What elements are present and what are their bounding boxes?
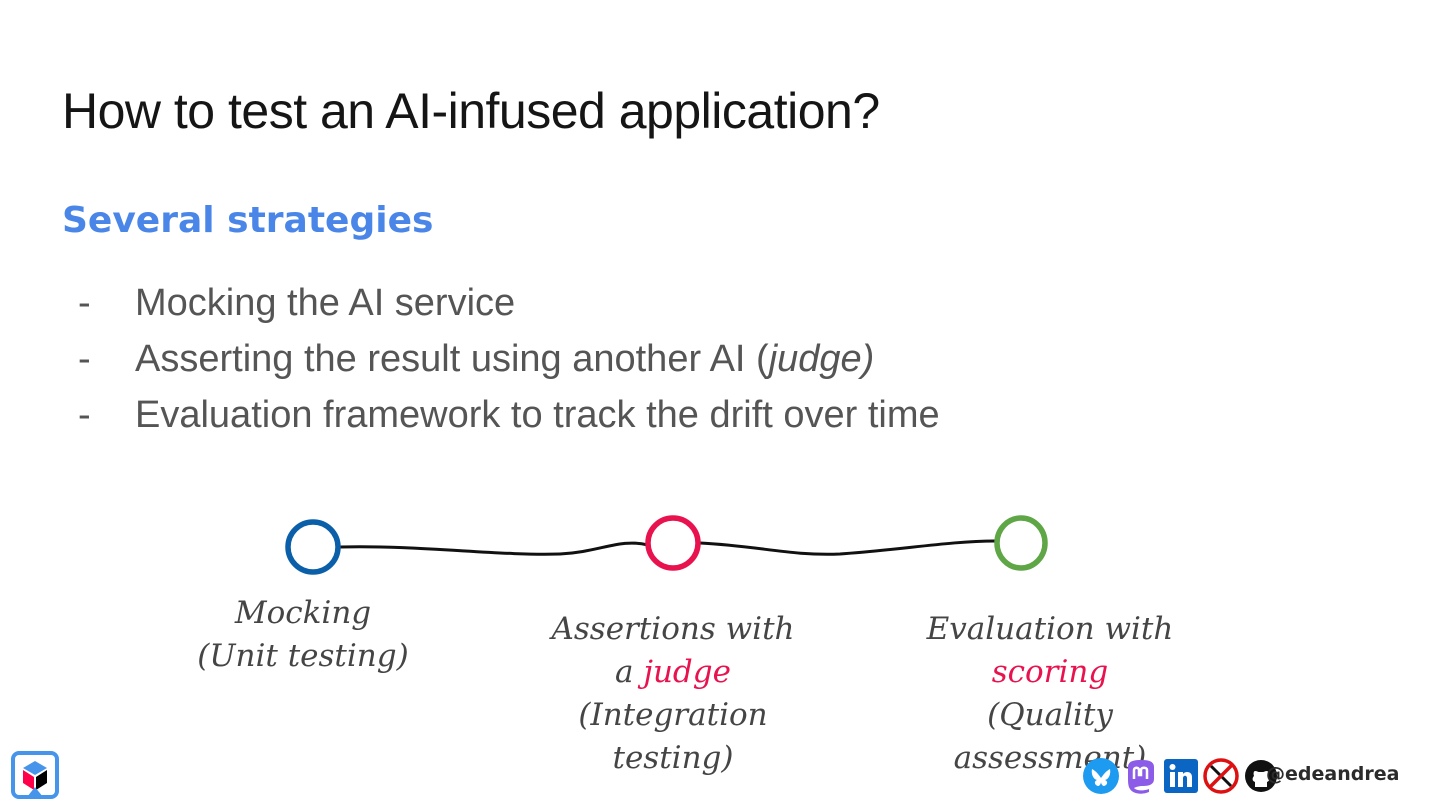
slide-subtitle: Several strategies: [62, 200, 434, 241]
linkedin-icon[interactable]: [1162, 757, 1200, 795]
bluesky-icon[interactable]: [1082, 757, 1120, 795]
timeline-node-judge: [645, 515, 701, 571]
node-label-mocking: Mocking (Unit testing): [197, 595, 409, 674]
x-icon[interactable]: [1202, 757, 1240, 795]
github-icon[interactable]: [1242, 757, 1280, 795]
bullet-text: Evaluation framework to track the drift …: [135, 394, 940, 436]
slide-title: How to test an AI-infused application?: [62, 83, 880, 139]
social-links: [1082, 756, 1280, 796]
timeline-node-mocking: [285, 519, 341, 575]
timeline-connector: [698, 539, 997, 556]
bullet-dash: -: [78, 282, 91, 324]
bullet-text: Mocking the AI service: [135, 282, 516, 324]
bullet-italic: judge): [768, 338, 875, 380]
social-handle: @edeandrea: [1266, 763, 1400, 785]
bullet-dash: -: [78, 394, 91, 436]
bullet-text: Asserting the result using another AI (j…: [135, 338, 875, 380]
node-label-scoring: Evaluation with scoring (Quality assessm…: [920, 608, 1180, 780]
highlight-judge: judge: [643, 654, 731, 690]
highlight-scoring: scoring: [991, 654, 1109, 690]
timeline-node-scoring: [994, 515, 1048, 571]
bullet-dash: -: [78, 338, 91, 380]
mastodon-icon[interactable]: [1122, 757, 1160, 795]
app-logo-icon: [10, 750, 60, 802]
node-label-judge: Assertions with a judge (Integration tes…: [551, 611, 795, 776]
timeline-connector: [338, 541, 650, 556]
